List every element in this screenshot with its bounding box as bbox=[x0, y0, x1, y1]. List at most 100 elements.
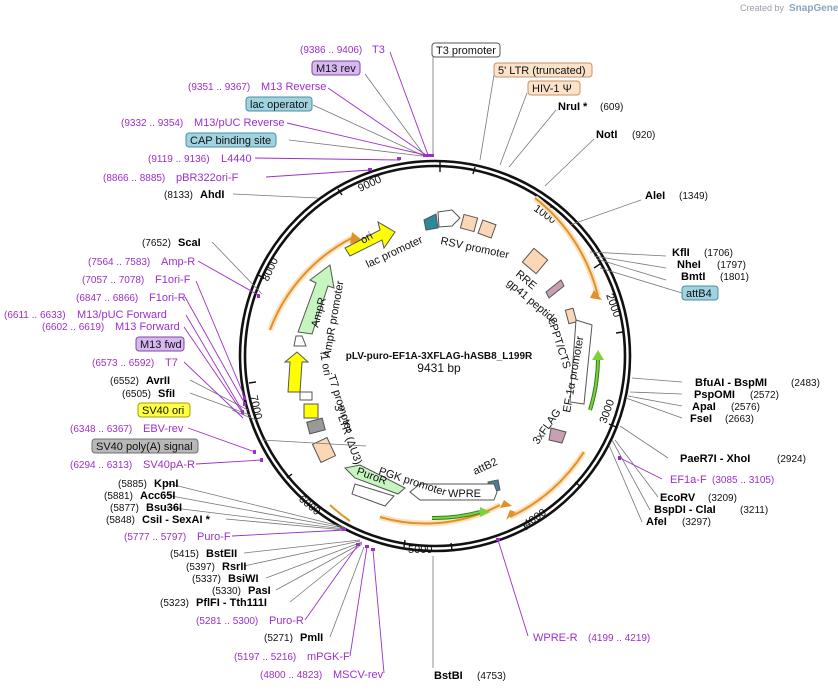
site-bsteii-pos: (5415) bbox=[170, 549, 199, 560]
wpre-arrow bbox=[431, 511, 481, 520]
site-pflfi-pos: (5323) bbox=[160, 598, 189, 609]
primer-f1ori-r-range: (6847 .. 6866) bbox=[76, 293, 138, 304]
primer-sv40pa-r-range: (6294 .. 6313) bbox=[70, 460, 132, 471]
site-bspdi-pos: (3211) bbox=[740, 505, 768, 516]
site-afei-pos: (3297) bbox=[682, 517, 711, 528]
primer-puro-r-name: Puro-R bbox=[269, 615, 304, 627]
primer-ebv-rev-name: EBV-rev bbox=[143, 423, 184, 435]
t3-promoter-box bbox=[431, 42, 501, 58]
cap-box bbox=[185, 132, 277, 148]
lacop-box bbox=[245, 96, 313, 112]
primer-f1ori-f-range: (7057 .. 7078) bbox=[82, 275, 144, 286]
site-rsrii-name: RsrII bbox=[222, 561, 246, 573]
primer-m13puc-fwd-range: (6611 .. 6633) bbox=[4, 310, 66, 321]
site-scai-pos: (7652) bbox=[142, 238, 171, 249]
primer-pbr322-range: (8866 .. 8885) bbox=[103, 173, 165, 184]
t3-promoter-label: T3 promoter bbox=[436, 45, 496, 57]
site-kpni-name: KpnI bbox=[154, 478, 178, 490]
feature-cppt: cPPT/CTS bbox=[545, 317, 572, 370]
site-avrii-name: AvrII bbox=[146, 375, 170, 387]
site-fsei-pos: (2663) bbox=[725, 414, 754, 425]
site-apai-name: ApaI bbox=[692, 401, 716, 413]
site-alei-pos: (1349) bbox=[679, 191, 708, 202]
tick-5000: 5000 bbox=[408, 544, 432, 556]
site-pmli-name: PmlI bbox=[300, 632, 323, 644]
backbone-inner bbox=[243, 164, 627, 548]
primer-m13reverse-name: M13 Reverse bbox=[261, 81, 326, 93]
site-pspomi-name: PspOMI bbox=[694, 389, 735, 401]
site-nhei-pos: (1797) bbox=[717, 260, 746, 271]
site-noti-pos: (920) bbox=[632, 130, 655, 141]
orf-arrowhead-1 bbox=[590, 290, 602, 300]
attb4-box bbox=[681, 285, 719, 301]
site-pmli-pos: (5271) bbox=[264, 633, 293, 644]
site-bfuai-pos: (2483) bbox=[791, 378, 820, 389]
feature-f1-ori: f1 ori bbox=[317, 350, 333, 376]
tick-6000: 6000 bbox=[296, 493, 322, 518]
site-bmti-pos: (1801) bbox=[720, 272, 749, 283]
lacop-label: lac operator bbox=[250, 99, 308, 111]
site-bsiwi-name: BsiWI bbox=[228, 573, 259, 585]
site-pflfi-name: PflFI - Tth111I bbox=[196, 597, 267, 609]
site-bsteii-name: BstEII bbox=[206, 548, 237, 560]
site-pasi-name: PasI bbox=[248, 585, 271, 597]
site-sfii-pos: (6505) bbox=[122, 389, 151, 400]
plasmid-name: pLV-puro-EF1A-3XFLAG-hASB8_L199R bbox=[346, 351, 533, 362]
site-alei-name: AleI bbox=[645, 190, 665, 202]
feature-blocks bbox=[283, 209, 593, 507]
backbone-outer bbox=[238, 159, 632, 553]
primer-t3-range: (9386 .. 9406) bbox=[300, 45, 362, 56]
site-csii-pos: (5848) bbox=[106, 515, 135, 526]
site-kfli-pos: (1706) bbox=[704, 248, 733, 259]
m13fwd-box bbox=[135, 336, 185, 352]
boxed-labels: T3 promoter 5' LTR (truncated) HIV-1 Ψ M… bbox=[91, 42, 719, 454]
primer-ebv-rev-range: (6348 .. 6367) bbox=[70, 424, 132, 435]
site-noti-name: NotI bbox=[596, 129, 617, 141]
primer-m13puc-fwd-name: M13/pUC Forward bbox=[77, 309, 167, 321]
connector-lines bbox=[165, 56, 683, 668]
site-paer7i-pos: (2924) bbox=[777, 454, 806, 465]
primer-marks bbox=[241, 154, 621, 551]
site-avrii-pos: (6552) bbox=[110, 376, 139, 387]
orf-arcs bbox=[267, 195, 601, 527]
primer-ef1a-f-range: (3085 .. 3105) bbox=[712, 475, 774, 486]
sv40pa-box bbox=[91, 438, 199, 454]
ltr5-box bbox=[493, 62, 593, 78]
hiv-label: HIV-1 Ψ bbox=[532, 83, 572, 95]
primer-t3-name: T3 bbox=[372, 44, 385, 56]
site-bstbi-name: BstBI bbox=[434, 670, 463, 682]
site-bsu36i-pos: (5877) bbox=[110, 503, 139, 514]
site-ecorv-pos: (3209) bbox=[708, 493, 737, 504]
primer-m13reverse-range: (9351 .. 9367) bbox=[188, 82, 250, 93]
primer-mscv-rev-range: (4800 .. 4823) bbox=[260, 670, 322, 681]
plasmid-size: 9431 bp bbox=[417, 361, 461, 375]
feature-rsv-promoter: RSV promoter bbox=[439, 235, 510, 261]
primer-ef1a-f-name: EF1a-F bbox=[670, 474, 707, 486]
site-nrui-pos: (609) bbox=[600, 102, 623, 113]
created-by-text: Created by bbox=[740, 3, 785, 13]
sv40ori-label: SV40 ori bbox=[142, 405, 184, 417]
site-acc65i-pos: (5881) bbox=[104, 491, 133, 502]
site-bfuai-name: BfuAI - BspMI bbox=[695, 377, 767, 389]
primer-wpre-r-range: (4199 .. 4219) bbox=[588, 633, 650, 644]
primer-t7-name: T7 bbox=[165, 357, 178, 369]
primer-pbr322-name: pBR322ori-F bbox=[176, 172, 239, 184]
tick-8000: 8000 bbox=[260, 256, 281, 283]
primer-m13puc-rev-range: (9332 .. 9354) bbox=[121, 118, 183, 129]
primer-f1ori-f-name: F1ori-F bbox=[155, 274, 191, 286]
site-pasi-pos: (5330) bbox=[212, 586, 241, 597]
m13fwd-label: M13 fwd bbox=[140, 339, 182, 351]
site-afei-name: AfeI bbox=[646, 516, 667, 528]
site-csii-name: CsiI - SexAI * bbox=[142, 514, 211, 526]
primer-amp-r-name: Amp-R bbox=[161, 256, 195, 268]
primer-wpre-r-name: WPRE-R bbox=[533, 632, 578, 644]
primer-f1ori-r-name: F1ori-R bbox=[149, 292, 186, 304]
primer-puro-f-range: (5777 .. 5797) bbox=[124, 532, 186, 543]
site-bmti-name: BmtI bbox=[681, 271, 705, 283]
ltr5-label: 5' LTR (truncated) bbox=[498, 65, 585, 77]
sites-left: (8133) AhdI (7652) ScaI (6552) AvrII (65… bbox=[104, 189, 323, 644]
site-ahdi-pos: (8133) bbox=[164, 190, 193, 201]
wpre-arrowhead bbox=[480, 507, 490, 517]
feature-wpre: WPRE bbox=[448, 488, 481, 500]
